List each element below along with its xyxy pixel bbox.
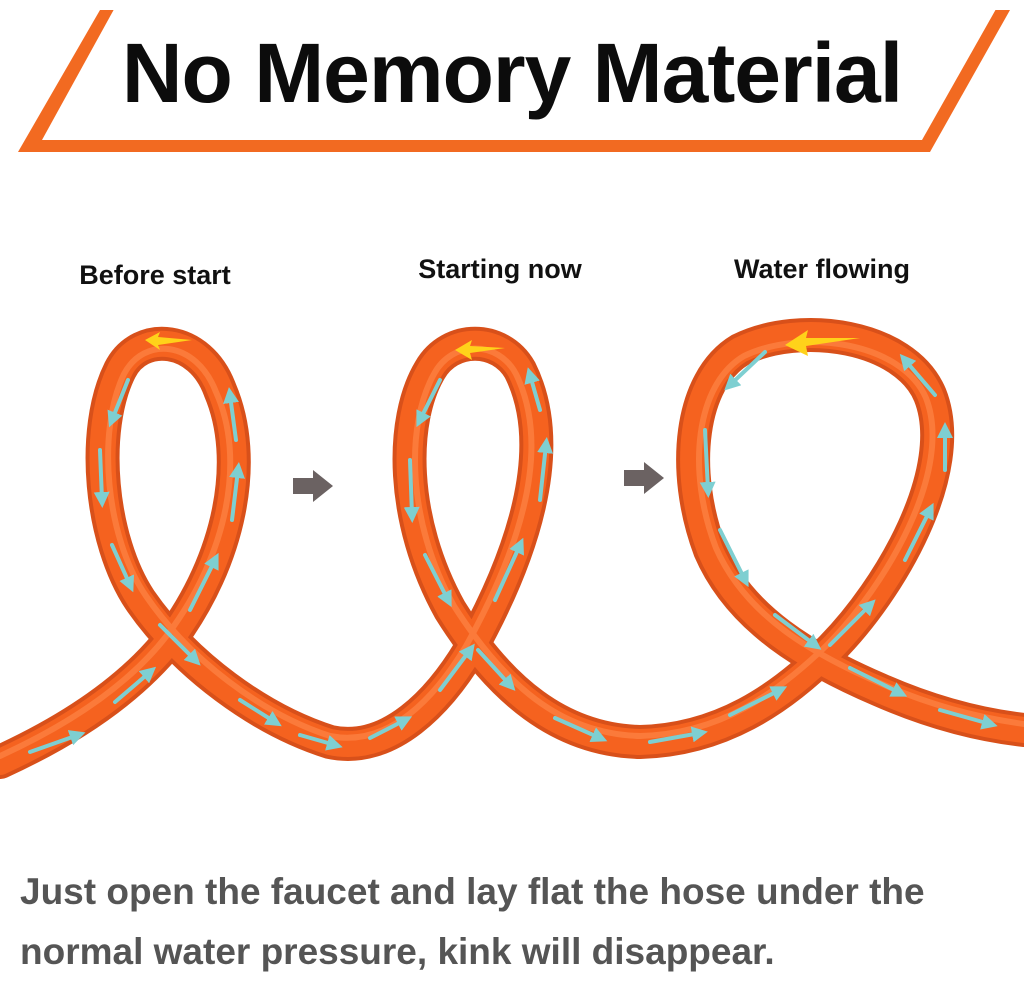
stage-label-starting-now: Starting now (418, 254, 582, 284)
step-arrow-icon (293, 470, 333, 502)
flow-arrow-icon (537, 437, 554, 502)
flow-arrow-icon (368, 716, 413, 740)
flow-arrow-icon (728, 686, 788, 717)
flow-arrow-icon (773, 613, 822, 650)
flow-arrow-icon (553, 716, 608, 743)
caption-line-2: normal water pressure, kink will disappe… (20, 931, 775, 972)
flow-arrow-icon (113, 666, 157, 704)
flow-arrow-icon (110, 543, 135, 593)
flow-arrow-icon (648, 726, 708, 744)
flow-arrow-icon (188, 552, 219, 612)
flow-arrow-icon (28, 730, 86, 754)
flow-arrow-icon (724, 350, 767, 391)
flow-arrow-icon (848, 666, 908, 697)
flow-arrow-icon (476, 648, 516, 691)
step-arrow-icon (624, 462, 664, 494)
hose-diagram (0, 318, 1024, 779)
flow-arrow-icon (828, 599, 876, 647)
flow-arrow-icon (229, 462, 245, 522)
direction-arrow-icon (785, 330, 860, 356)
title-banner (18, 2, 1010, 152)
flow-arrow-icon (899, 353, 937, 397)
flow-arrow-icon (493, 537, 524, 602)
stage-label-water-flowing: Water flowing (734, 254, 910, 284)
flow-arrow-icon (93, 448, 110, 508)
caption-line-1: Just open the faucet and lay flat the ho… (20, 871, 925, 912)
hose-highlight (0, 339, 1024, 759)
caption: Just open the faucet and lay flat the ho… (20, 862, 1020, 982)
flow-arrow-icon (298, 733, 343, 751)
flow-arrow-icon (699, 428, 716, 498)
flow-arrow-icon (718, 528, 749, 588)
flow-arrow-icon (158, 623, 201, 666)
flow-arrow-icon (238, 698, 282, 727)
flow-arrow-icon (524, 367, 542, 412)
page-title: No Memory Material (121, 26, 903, 120)
flow-arrow-icon (107, 378, 130, 428)
flow-arrow-icon (416, 378, 442, 428)
stage-label-before-start: Before start (79, 260, 231, 290)
direction-arrow-icon (145, 332, 192, 350)
banner-white-panel (42, 2, 1000, 140)
hose-body (0, 322, 1024, 775)
flow-arrow-icon (423, 553, 452, 608)
flow-arrow-icon (403, 458, 420, 523)
flow-arrow-icon (438, 643, 475, 692)
flow-arrow-icon (903, 502, 934, 562)
direction-arrow-icon (455, 340, 505, 360)
flow-arrow-icon (223, 387, 239, 442)
flow-arrow-icon (938, 708, 998, 730)
